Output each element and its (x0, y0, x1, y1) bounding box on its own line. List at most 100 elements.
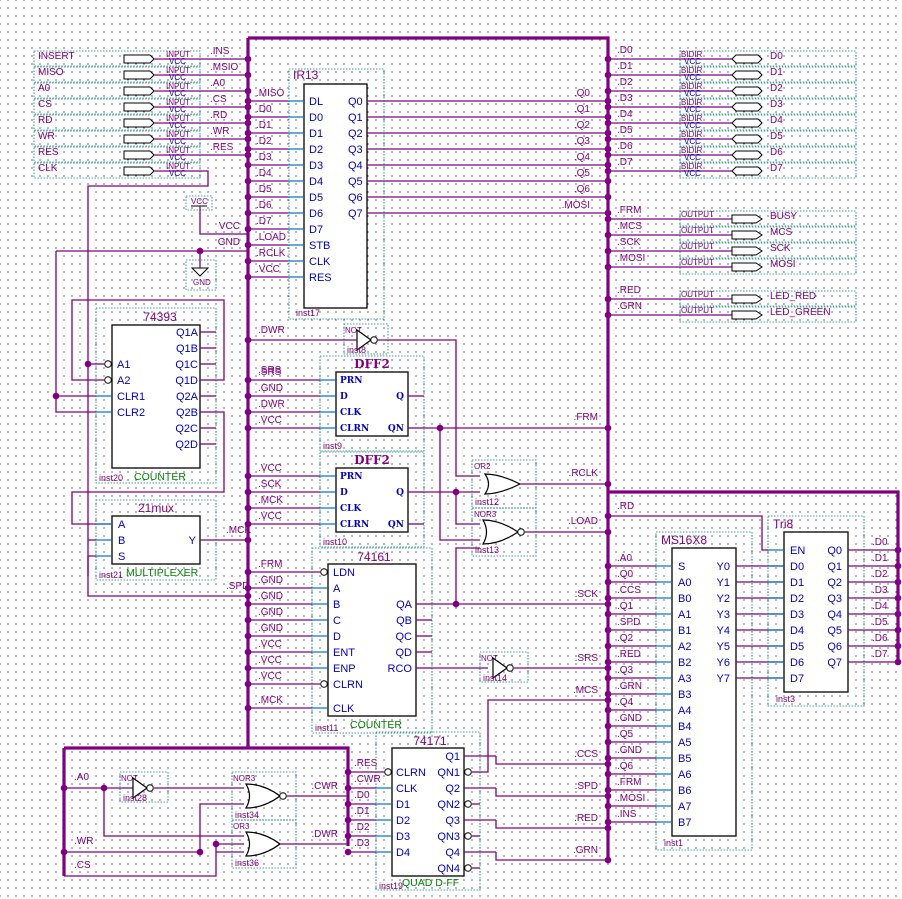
ms16x8-pin-a3: A3 (678, 673, 691, 685)
net-label: .DWR (258, 399, 285, 410)
junction-dot (604, 600, 612, 608)
dff2-body (335, 467, 409, 533)
74161-title: 74161 (357, 550, 391, 564)
junction-dot (604, 97, 612, 105)
net-label: .GND (258, 591, 283, 602)
net-label: .MCK (226, 525, 251, 536)
output-pin-name: LED_GREEN (770, 307, 831, 318)
net-label: .D2 (256, 136, 272, 147)
dff2-inst: inst10 (323, 537, 347, 547)
junction-dot (244, 520, 252, 528)
bidir-default-label: VCC (684, 73, 701, 82)
net-label: .SRS (258, 365, 282, 376)
ms16x8-pin-y6: Y6 (717, 657, 730, 669)
junction-dot (604, 792, 612, 800)
net-label: .MCS (617, 221, 642, 232)
junction-dot (452, 600, 460, 608)
net-label: .VCC (258, 671, 282, 682)
dff2-pin-clrn: CLRN (340, 520, 369, 530)
74171-pin-d1: D1 (396, 799, 410, 811)
bidir-arrow-icon (731, 54, 763, 64)
wire (199, 803, 244, 852)
bidir-arrow-icon (731, 70, 763, 80)
net-label: .GND (258, 607, 283, 618)
output-pin-name: MOSI (770, 259, 796, 270)
ir13-pin-q4: Q4 (348, 160, 363, 172)
wire (87, 170, 209, 576)
ir13-pin-d6: D6 (309, 208, 323, 220)
dff1-pin-prn: PRN (340, 376, 362, 386)
tri8-inst: inst3 (776, 694, 795, 704)
74393-title: 74393 (143, 310, 177, 324)
wire (455, 547, 480, 604)
bidir-pin-frame (679, 162, 857, 179)
junction-dot (604, 215, 612, 223)
ms16x8-block[interactable]: MS16X8inst1S.A0A0.Q0B0.CCSA1.Q1B1.SPDA2.… (604, 531, 786, 851)
output-arrow-icon (731, 294, 763, 304)
net-label: .D3 (617, 93, 633, 104)
net-label: .D1 (354, 806, 370, 817)
or2-inst: inst12 (475, 497, 499, 507)
net-label: .Q5 (574, 168, 591, 179)
ms16x8-pin-b6: B6 (678, 785, 691, 797)
junction-dot (604, 528, 612, 536)
tri8-block[interactable]: Tri8inst3END0D1D2D3D4D5D6D7.RDQ0.D0Q1.D1… (604, 501, 902, 707)
not-gate-icon (492, 656, 509, 680)
gnd-symbol: GND (185, 250, 217, 291)
dff2-title: DFF2 (354, 453, 390, 467)
ir13-block[interactable]: IR13inst17DL.MISOD0.D0D1.D1D2.D2D3.D3D4.… (56, 68, 612, 320)
junction-dot (604, 738, 612, 746)
not-gate-icon (132, 776, 149, 800)
not14-inst: inst14 (483, 673, 507, 683)
net-label: .CWR (311, 781, 338, 792)
bidir-pin-frame (679, 114, 857, 131)
ms16x8-pin-b4: B4 (678, 721, 691, 733)
74171-body (391, 747, 465, 877)
junction-dot (244, 257, 252, 265)
net-label: .Q0 (617, 569, 634, 580)
output-type-label: OUTPUT (681, 306, 714, 315)
ir13-pin-q6: Q6 (348, 192, 363, 204)
junction-dot (244, 568, 252, 576)
input-type-label: INPUT (166, 66, 190, 75)
ms16x8-title: MS16X8 (661, 533, 707, 547)
ir13-pin-q0: Q0 (348, 96, 363, 108)
junction-dot (244, 536, 252, 544)
output-pin-frame (679, 290, 857, 307)
input-default-label: VCC (169, 105, 186, 114)
junction-dot (244, 145, 252, 153)
net-label: .CCS (574, 749, 598, 760)
bidir-type-label: BIDIR (681, 162, 703, 171)
junction-dot (244, 408, 252, 416)
nor3-type: NOR3 (474, 510, 497, 519)
74161-body (327, 563, 417, 717)
junction-dot (604, 113, 612, 121)
net-label: .D5 (256, 184, 272, 195)
junction-dot (244, 472, 252, 480)
ms16x8-pin-y5: Y5 (717, 641, 730, 653)
junction-dot (244, 193, 252, 201)
bidir-default-label: VCC (684, 153, 701, 162)
net-label: .D7 (872, 649, 888, 660)
bidir-pin-name: D7 (770, 163, 783, 174)
net-label: GND (218, 237, 240, 248)
junction-dot (894, 578, 902, 586)
net-label: .VCC (258, 639, 282, 650)
74161-pin-qc: QC (396, 631, 413, 643)
junction-dot (604, 103, 612, 111)
net-label: .GND (258, 623, 283, 634)
input-default-label: VCC (169, 121, 186, 130)
tri8-pin-d3: D3 (790, 609, 804, 621)
input-pin-frame (33, 162, 201, 179)
junction-dot (244, 103, 252, 111)
output-pin-frame (679, 210, 857, 227)
junction-dot (604, 263, 612, 271)
junction-dot (604, 658, 612, 666)
net-label: .RED (617, 285, 641, 296)
